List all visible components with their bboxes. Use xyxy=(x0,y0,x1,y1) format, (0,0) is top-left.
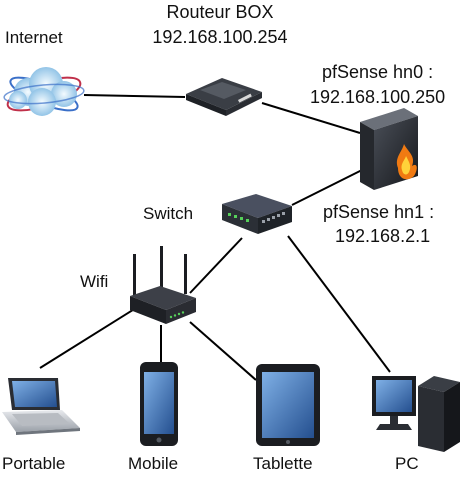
wifi-router-icon xyxy=(130,246,196,324)
mobile-label: Mobile xyxy=(128,454,179,473)
link-wifi-laptop xyxy=(39,307,137,369)
pfsense-hn0-label-name: pfSense hn0 : xyxy=(322,62,434,82)
internet-label: Internet xyxy=(5,28,63,47)
laptop-icon xyxy=(2,378,80,435)
router-label-name: Routeur BOX xyxy=(166,2,274,22)
link-switch-wifi xyxy=(189,237,243,294)
link-wifi-tablet xyxy=(189,321,257,381)
pfsense-hn1-label-ip: 192.168.2.1 xyxy=(335,226,431,246)
link-pfsense-switch xyxy=(291,169,363,206)
router-box-icon xyxy=(186,78,262,116)
link-switch-pc xyxy=(287,235,391,373)
laptop-label: Portable xyxy=(2,454,66,473)
link-router-pfsense xyxy=(261,102,361,134)
router-label-ip: 192.168.100.254 xyxy=(152,27,288,47)
desktop-pc-icon xyxy=(372,376,460,452)
wifi-label: Wifi xyxy=(80,272,109,291)
tablet-icon xyxy=(256,364,320,446)
tablet-label: Tablette xyxy=(253,454,313,473)
mobile-phone-icon xyxy=(140,362,178,446)
switch-icon xyxy=(222,194,292,234)
internet-cloud-icon xyxy=(3,67,85,116)
connection-lines xyxy=(39,94,391,381)
pfsense-hn0-label-ip: 192.168.100.250 xyxy=(310,87,446,107)
switch-label: Switch xyxy=(143,204,194,223)
pfsense-firewall-icon xyxy=(360,108,418,190)
pfsense-hn1-label-name: pfSense hn1 : xyxy=(323,202,435,222)
pc-label: PC xyxy=(395,454,419,473)
link-internet-router xyxy=(83,94,186,98)
